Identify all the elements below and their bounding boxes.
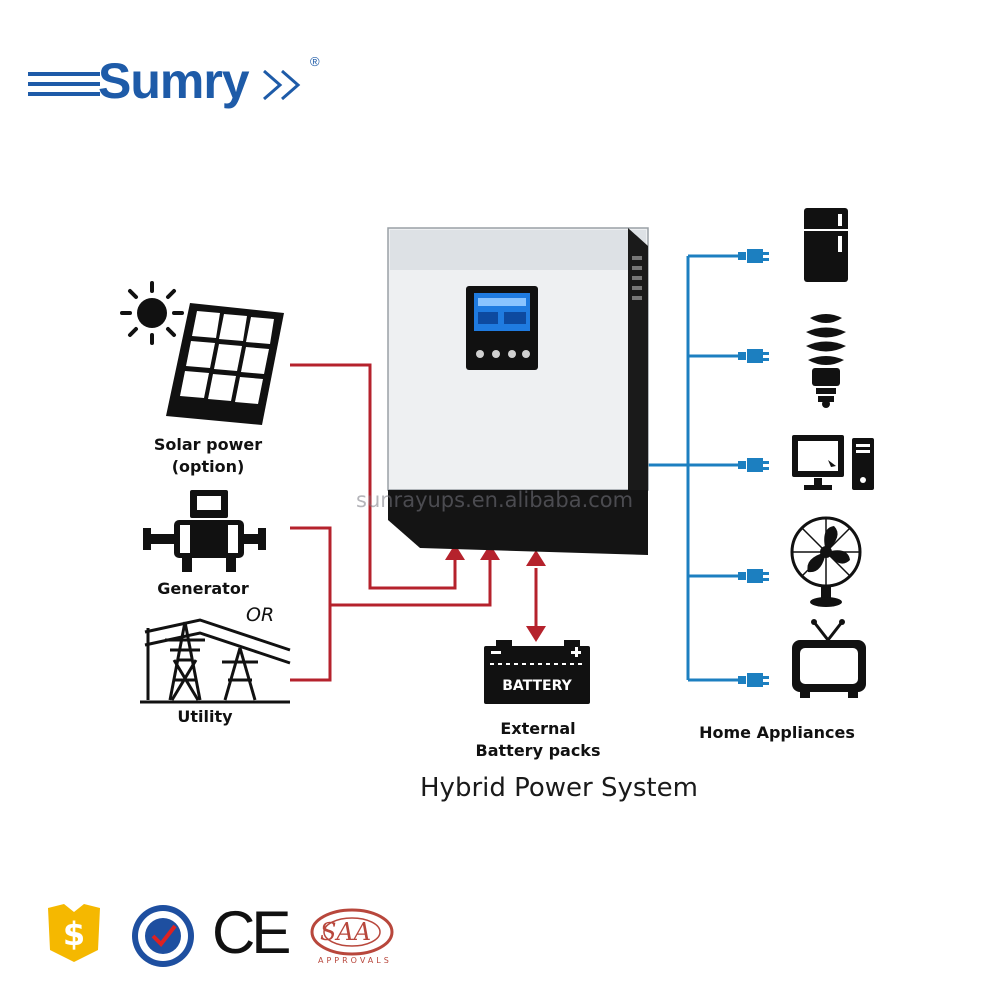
tv-icon (792, 619, 866, 698)
utility-towers-icon (140, 618, 291, 704)
brand-name: Sumry (98, 53, 250, 109)
dollar-shield-icon: $ (48, 904, 100, 962)
saa-logo-icon (310, 908, 394, 956)
sun-icon (120, 281, 184, 345)
fan-icon (790, 516, 862, 607)
diagram-title: Hybrid Power System (420, 773, 698, 803)
computer-icon (792, 435, 874, 490)
bulb-icon (806, 314, 846, 408)
load-wiring (648, 254, 740, 682)
ce-mark: CE (212, 899, 291, 966)
home-appliances-label: Home Appliances (699, 723, 855, 742)
supplier-assessment-seal-icon (132, 905, 194, 967)
utility-label: Utility (177, 707, 233, 726)
or-label: OR (246, 604, 275, 626)
battery-badge: BATTERY (502, 678, 572, 694)
brand-logo: Sumry ® (28, 52, 328, 112)
battery-icon (484, 640, 590, 704)
plug-connectors (738, 249, 769, 687)
registered-mark: ® (310, 54, 320, 69)
saa-text: SAA (320, 918, 372, 946)
refrigerator-icon (804, 208, 848, 282)
solar-power-label: Solar power (option) (153, 435, 263, 476)
svg-text:$: $ (63, 915, 85, 953)
watermark-text: sunrayups.en.alibaba.com (356, 488, 634, 512)
logo-chevrons-icon (263, 69, 301, 101)
solar-panel-icon (166, 303, 284, 425)
hybrid-inverter (387, 227, 649, 555)
source-wiring (290, 363, 538, 682)
saa-caption: APPROVALS (318, 956, 392, 965)
generator-icon (143, 490, 266, 572)
logo-speed-lines (28, 72, 100, 102)
generator-label: Generator (157, 579, 249, 598)
external-battery-label: External Battery packs (475, 719, 601, 760)
arrow-heads (445, 544, 546, 642)
